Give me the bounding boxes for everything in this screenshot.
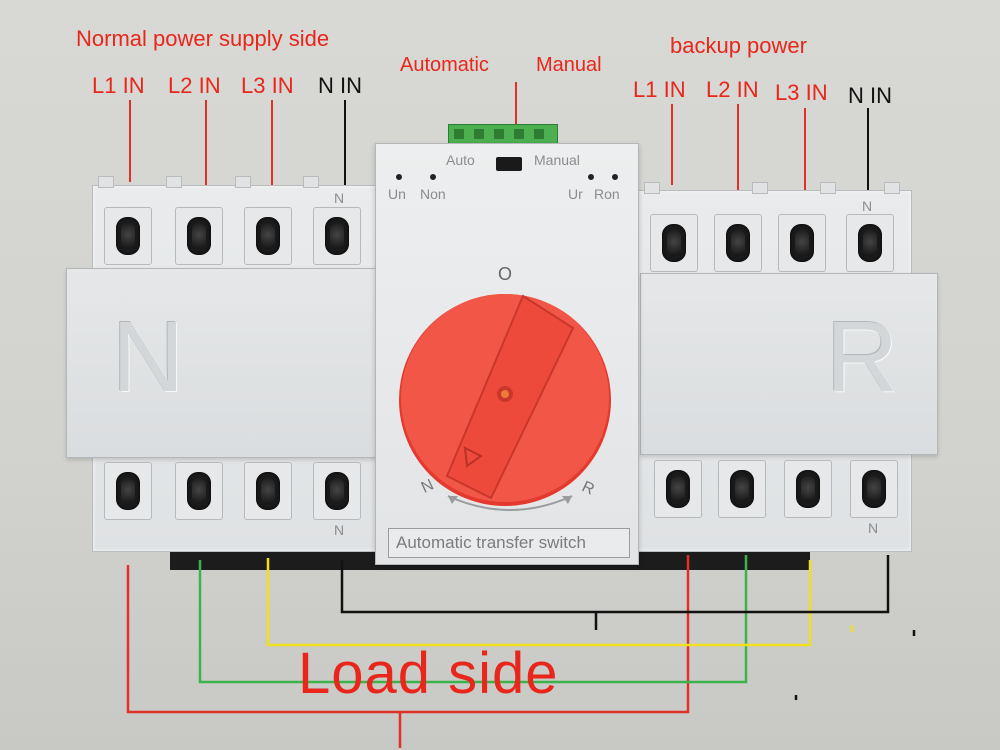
left-top-tab — [98, 176, 114, 188]
un-indicator — [396, 174, 402, 180]
right-l2-in-label: L2 IN — [706, 77, 759, 102]
non-text: Non — [420, 186, 446, 202]
left-l1-in-label: L1 IN — [92, 73, 145, 98]
auto-text: Auto — [446, 152, 475, 168]
left-bottom-terminal-n[interactable] — [313, 462, 361, 520]
ron-indicator — [612, 174, 618, 180]
right-top-tab — [644, 182, 660, 194]
left-cover — [66, 268, 380, 458]
right-top-n-marking: N — [862, 198, 873, 214]
left-top-terminal-l2[interactable] — [175, 207, 223, 265]
left-top-tab — [235, 176, 251, 188]
normal-supply-title: Normal power supply side — [76, 26, 330, 51]
left-l3-in-label: L3 IN — [241, 73, 294, 98]
right-top-terminal-n[interactable] — [846, 214, 894, 272]
manual-text: Manual — [534, 152, 580, 168]
right-top-tab — [752, 182, 768, 194]
left-n-in-label: N IN — [318, 73, 362, 98]
left-top-tab — [303, 176, 319, 188]
right-bottom-terminal-n[interactable] — [850, 460, 898, 518]
right-n-in-label: N IN — [848, 83, 892, 108]
left-bottom-terminal-l1[interactable] — [104, 462, 152, 520]
connector-screws — [454, 129, 544, 139]
non-indicator — [430, 174, 436, 180]
manual-label: Manual — [536, 54, 602, 76]
footer-label-box — [388, 528, 630, 558]
left-top-terminal-l1[interactable] — [104, 207, 152, 265]
un-text: Un — [388, 186, 406, 202]
left-top-terminal-l3[interactable] — [244, 207, 292, 265]
footer-label-text: Automatic transfer switch — [396, 533, 586, 552]
right-l3-in-label: L3 IN — [775, 80, 828, 105]
rotary-knob[interactable] — [395, 288, 615, 513]
ur-text: Ur — [568, 186, 583, 202]
right-l1-in-label: L1 IN — [633, 77, 686, 102]
left-n-letter: N — [112, 301, 185, 413]
right-top-terminal-l1[interactable] — [650, 214, 698, 272]
backup-power-title: backup power — [670, 33, 807, 58]
right-top-tab — [820, 182, 836, 194]
right-bottom-terminal-l1[interactable] — [654, 460, 702, 518]
right-cover — [640, 273, 938, 455]
right-bottom-terminal-l2[interactable] — [718, 460, 766, 518]
load-side-label: Load side — [298, 641, 559, 706]
right-r-letter: R — [826, 301, 899, 413]
left-bottom-terminal-l3[interactable] — [244, 462, 292, 520]
ron-text: Ron — [594, 186, 620, 202]
knob-zero-marking: O — [498, 264, 513, 284]
right-top-terminal-l3[interactable] — [778, 214, 826, 272]
automatic-label: Automatic — [400, 54, 489, 76]
left-top-n-marking: N — [334, 190, 345, 206]
left-top-terminal-n[interactable] — [313, 207, 361, 265]
ur-indicator — [588, 174, 594, 180]
left-l2-in-label: L2 IN — [168, 73, 221, 98]
knob-direction-arc — [447, 495, 573, 511]
right-bottom-n-marking: N — [868, 520, 879, 536]
left-bottom-n-marking: N — [334, 522, 345, 538]
left-bottom-terminal-l2[interactable] — [175, 462, 223, 520]
right-top-terminal-l2[interactable] — [714, 214, 762, 272]
auto-manual-selector[interactable] — [496, 157, 522, 171]
right-top-tab — [884, 182, 900, 194]
right-bottom-terminal-l3[interactable] — [784, 460, 832, 518]
left-top-tab — [166, 176, 182, 188]
